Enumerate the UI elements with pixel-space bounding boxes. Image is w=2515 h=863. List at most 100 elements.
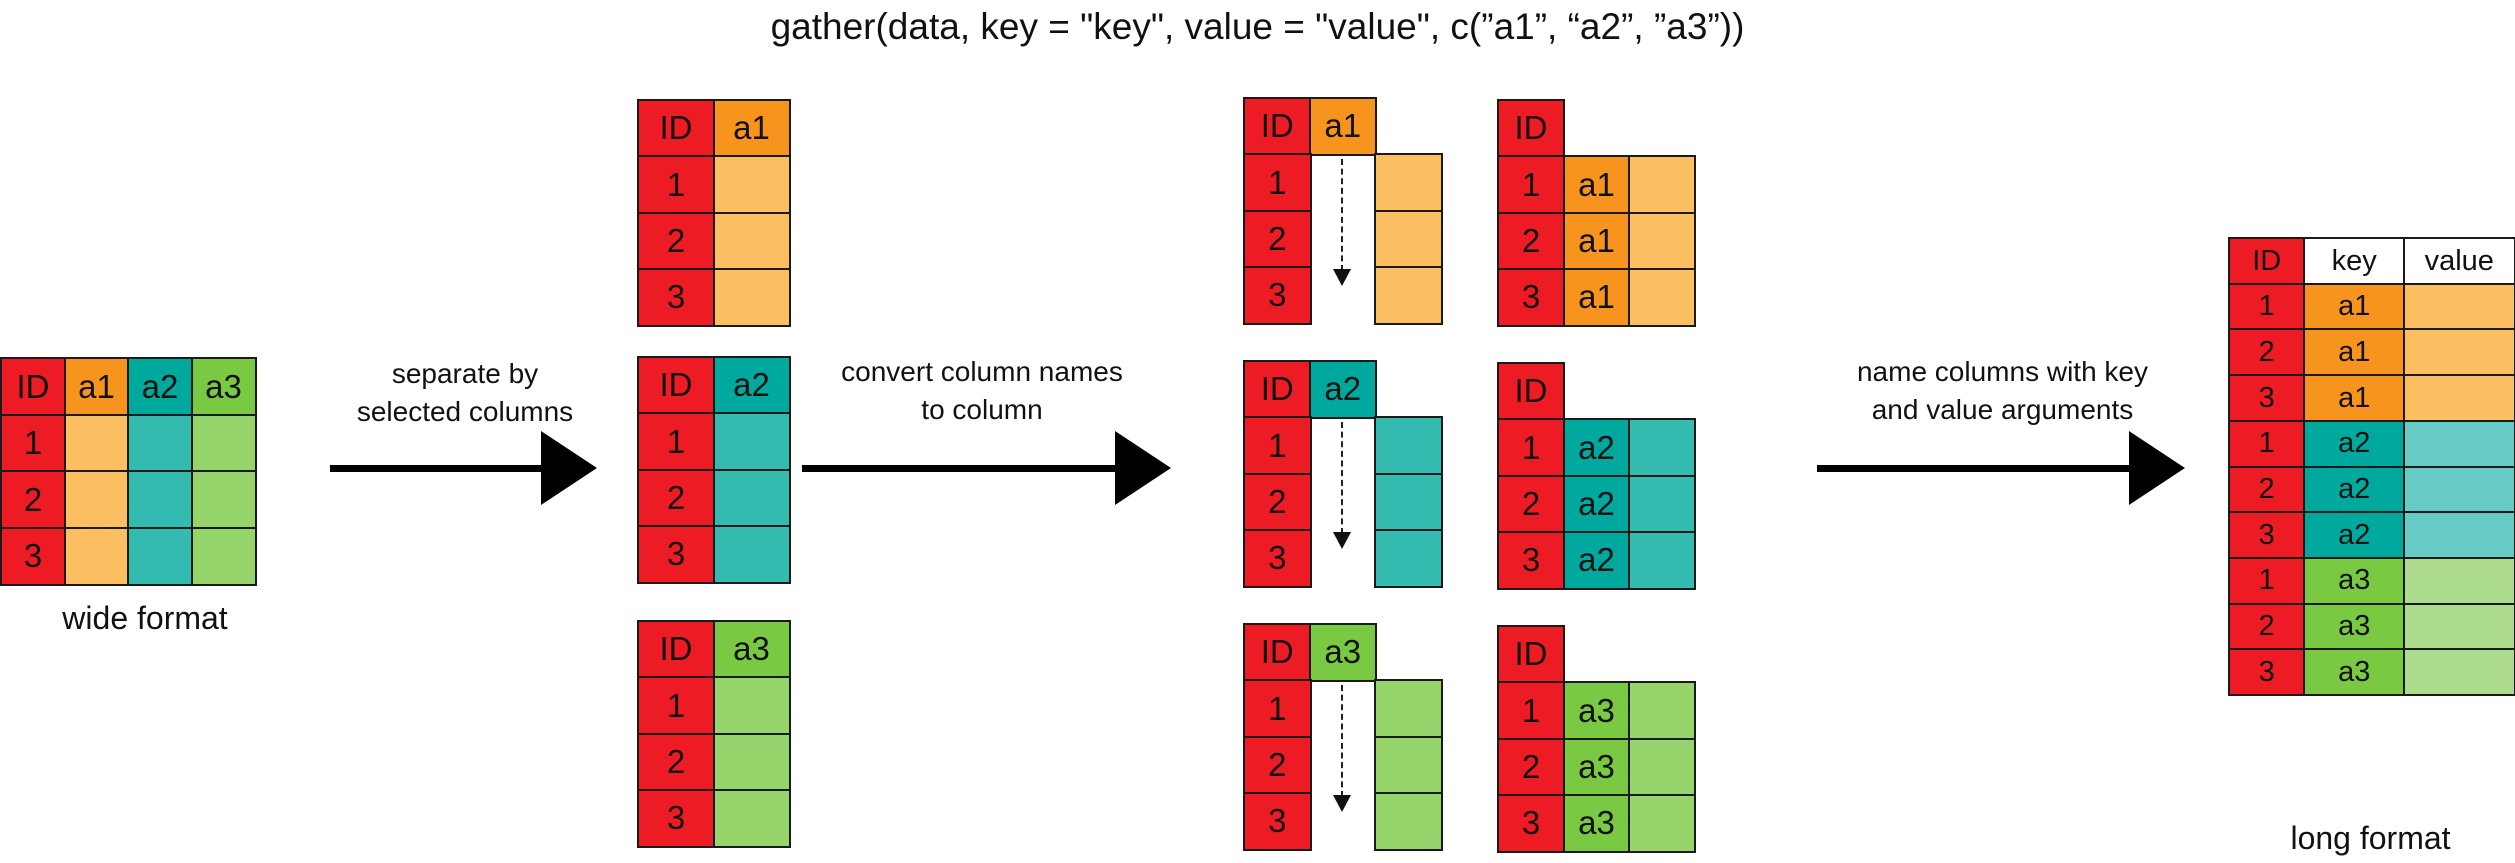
conv_a2-cell <box>1374 528 1443 588</box>
res_a1-cell: a1 <box>1562 155 1631 215</box>
long-cell <box>2403 648 2515 697</box>
label-line: and value arguments <box>1871 394 2134 425</box>
sep_a1-cell: 3 <box>637 267 715 327</box>
res_a1-cell: 1 <box>1497 155 1565 215</box>
wide-cell <box>63 526 130 586</box>
conv_a3-cell <box>1374 791 1443 851</box>
long-cell: a2 <box>2303 511 2406 560</box>
wide-cell <box>190 526 257 586</box>
conv_a1-cell <box>1374 209 1443 269</box>
long-cell: key <box>2303 237 2406 286</box>
sep_a1-cell <box>712 267 791 327</box>
long-cell: 2 <box>2228 602 2306 651</box>
res_a2-cell: 3 <box>1497 530 1565 590</box>
conv_a3-cell: 2 <box>1243 735 1312 795</box>
sep_a1-cell: ID <box>637 99 715 158</box>
wide-cell <box>127 526 193 586</box>
wide-cell <box>127 470 193 529</box>
res_a3-cell <box>1628 681 1696 741</box>
conv_a1-cell: 1 <box>1243 153 1312 213</box>
res_a1-cell: 2 <box>1497 211 1565 271</box>
long-cell: a2 <box>2303 465 2406 514</box>
conv_a2-cell <box>1374 416 1443 476</box>
conv_a2-cell: a2 <box>1309 360 1377 419</box>
sep_a2-cell: a2 <box>712 356 791 415</box>
long-cell <box>2403 419 2515 468</box>
conv_a1-cell <box>1374 265 1443 325</box>
conv_a3-cell: ID <box>1243 623 1312 682</box>
res_a1-cell: ID <box>1497 99 1565 158</box>
wide-cell <box>127 413 193 473</box>
res_a1-cell: a1 <box>1562 267 1631 327</box>
conv_a3-cell: a3 <box>1309 623 1377 682</box>
wide-cell: a2 <box>127 357 193 416</box>
sep_a2-cell: 3 <box>637 524 715 584</box>
wide-format-caption: wide format <box>62 600 228 636</box>
long-cell: a1 <box>2303 282 2406 331</box>
res_a1-cell <box>1628 211 1696 271</box>
label-line: to column <box>921 394 1043 425</box>
conv_a2-cell: 1 <box>1243 416 1312 476</box>
wide-cell: 1 <box>0 413 66 473</box>
label-line: name columns with key <box>1856 356 2148 387</box>
res_a3-cell: a3 <box>1562 793 1631 853</box>
sep_a2-cell: 1 <box>637 412 715 472</box>
long-cell: value <box>2403 237 2515 286</box>
sep_a2-cell <box>712 524 791 584</box>
sep_a1-cell <box>712 155 791 215</box>
arrow-separate <box>330 431 597 505</box>
label-line: selected columns <box>356 396 574 427</box>
wide-cell <box>190 470 257 529</box>
sep_a3-cell: 2 <box>637 732 715 792</box>
long-cell: ID <box>2228 237 2306 286</box>
conv_a1-cell: ID <box>1243 97 1312 156</box>
long-cell: 3 <box>2228 374 2306 423</box>
sep_a3-cell: 1 <box>637 676 715 736</box>
sep_a1-cell: 1 <box>637 155 715 215</box>
gather-call-title: gather(data, key = "key", value = "value… <box>770 6 1745 47</box>
res_a1-cell <box>1628 155 1696 215</box>
step-separate-label: separate by selected columns <box>330 355 600 431</box>
label-line: separate by <box>391 358 539 389</box>
res_a3-cell: 1 <box>1497 681 1565 741</box>
res_a2-cell <box>1628 474 1696 534</box>
sep_a2-cell <box>712 412 791 472</box>
step-name-columns-label: name columns with key and value argument… <box>1810 353 2195 429</box>
res_a3-cell <box>1628 737 1696 797</box>
sep_a2-cell: 2 <box>637 468 715 528</box>
wide-cell <box>63 470 130 529</box>
sep_a3-cell <box>712 788 791 848</box>
wide-cell: a1 <box>63 357 130 416</box>
sep_a3-cell: 3 <box>637 788 715 848</box>
sep_a3-cell: a3 <box>712 620 791 679</box>
arrow-convert <box>802 431 1171 505</box>
label-line: convert column names <box>841 356 1123 387</box>
long-cell: a3 <box>2303 556 2406 606</box>
sep_a3-cell: ID <box>637 620 715 679</box>
long-cell <box>2403 374 2515 423</box>
wide-cell: 2 <box>0 470 66 529</box>
long-cell: 1 <box>2228 282 2306 331</box>
res_a3-cell: 3 <box>1497 793 1565 853</box>
conv_a2-cell <box>1374 472 1443 532</box>
long-cell: a1 <box>2303 328 2406 377</box>
long-cell <box>2403 282 2515 331</box>
res_a1-cell: a1 <box>1562 211 1631 271</box>
res_a2-cell: 1 <box>1497 418 1565 478</box>
long-cell <box>2403 511 2515 560</box>
conv_a2-cell: 2 <box>1243 472 1312 532</box>
res_a3-cell: ID <box>1497 625 1565 684</box>
long-cell: 2 <box>2228 465 2306 514</box>
conv_a3-cell <box>1374 735 1443 795</box>
long-cell: 1 <box>2228 556 2306 606</box>
res_a3-cell <box>1628 793 1696 853</box>
res_a2-cell: a2 <box>1562 474 1631 534</box>
wide-cell: a3 <box>190 357 257 416</box>
long-cell <box>2403 602 2515 651</box>
conv_a1-cell: 3 <box>1243 265 1312 325</box>
long-cell: 3 <box>2228 648 2306 697</box>
res_a2-cell: a2 <box>1562 418 1631 478</box>
wide-cell <box>190 413 257 473</box>
long-cell: 1 <box>2228 419 2306 468</box>
res_a3-cell: a3 <box>1562 737 1631 797</box>
